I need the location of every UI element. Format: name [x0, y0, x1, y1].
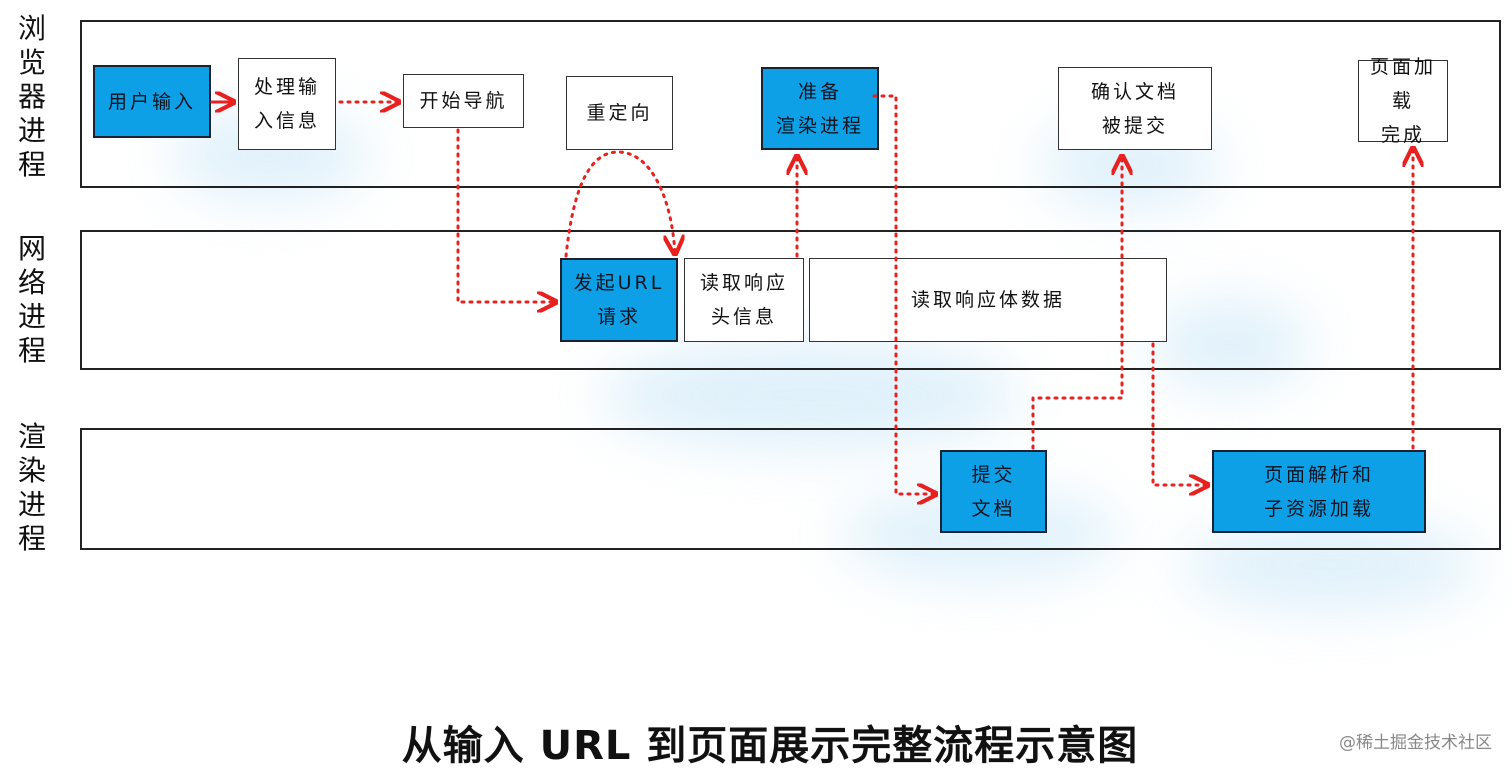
renderer-process-lane [80, 428, 1501, 550]
arrow-body-to-parse [1151, 342, 1208, 485]
arrow-prepare-to-commit [872, 94, 936, 494]
browser-process-label: 浏览器进程 [17, 12, 46, 181]
network-process-lane [80, 230, 1501, 370]
node-read-response-body: 读取响应体数据 [809, 258, 1167, 342]
node-start-navigation: 开始导航 [403, 74, 524, 128]
network-process-label: 网络进程 [17, 232, 46, 367]
node-parse-and-load: 页面解析和 子资源加载 [1212, 450, 1426, 533]
node-process-input: 处理输 入信息 [238, 58, 336, 150]
renderer-process-label: 渲染进程 [17, 420, 46, 555]
node-commit-document: 提交 文档 [940, 450, 1047, 533]
arrow-commit-to-confirm [1031, 156, 1122, 450]
diagram-caption: 从输入 URL 到页面展示完整流程示意图 [401, 723, 1139, 769]
node-page-loaded: 页面加载 完成 [1358, 56, 1448, 146]
arrow-navigation-to-request [456, 128, 556, 302]
node-confirm-document: 确认文档 被提交 [1058, 67, 1212, 150]
arrow-redirect-loop [564, 150, 675, 258]
node-prepare-renderer: 准备 渲染进程 [761, 67, 879, 150]
node-user-input: 用户输入 [93, 65, 211, 138]
watermark: @稀土掘金技术社区 [1339, 733, 1492, 753]
browser-process-lane [80, 20, 1501, 188]
node-read-response-headers: 读取响应 头信息 [684, 258, 804, 342]
node-redirect: 重定向 [566, 76, 673, 150]
node-url-request: 发起URL 请求 [560, 258, 678, 342]
